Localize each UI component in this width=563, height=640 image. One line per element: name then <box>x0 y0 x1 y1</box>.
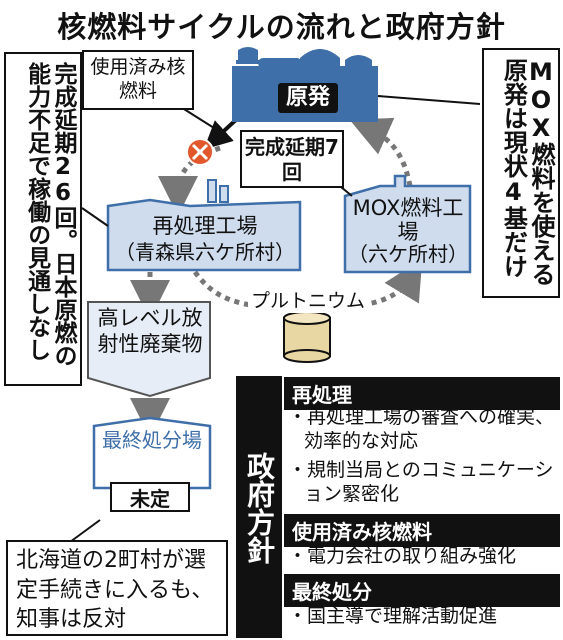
nuclear-plant-label: 原発 <box>278 83 338 113</box>
policy-item-text: 規制当局とのコミュニケーション緊密化 <box>304 459 554 506</box>
hlw-box <box>87 301 211 398</box>
left-note: 完成延期26回。日本原燃の能力不足で稼働の見通しなし <box>4 52 82 386</box>
reprocessing-building <box>106 179 302 272</box>
cycle-arrow-reprocess-to-plutonium <box>192 270 283 311</box>
spent-fuel-callout: 使用済み核燃料 <box>82 50 194 110</box>
delay-callout: 完成延期7回 <box>240 130 344 188</box>
hokkaido-note: 北海道の2町村が選定手続きに入るも、知事は反対 <box>6 540 228 636</box>
policy-section-title: 使用済み核燃料 <box>284 514 560 547</box>
policy-heading-bar <box>236 376 282 638</box>
policy-section-title: 再処理 <box>284 377 560 410</box>
plutonium-canister <box>283 311 331 363</box>
policy-item-text: 電力会社の取り組み強化 <box>307 545 517 567</box>
final-disposal-label: 最終処分場 <box>102 428 202 452</box>
mox-plant-name: MOX燃料工場 <box>352 196 464 245</box>
policy-heading: 政府方針 <box>243 452 276 564</box>
mox-plant-location: （六ケ所村） <box>348 242 468 266</box>
policy-item: ・規制当局とのコミュニケーション緊密化 <box>288 459 554 506</box>
hlw-label: 高レベル放射性廃棄物 <box>97 306 203 356</box>
final-disposal-status: 未定 <box>110 482 190 512</box>
cycle-arrow-plant-to-reprocess <box>158 145 221 216</box>
policy-item-text: 国主導で理解活動促進 <box>307 605 498 627</box>
policy-item: ・再処理工場の審査への確実、効率的な対応 <box>288 406 555 453</box>
reprocessing-plant-name: 再処理工場 <box>152 214 258 238</box>
plutonium-label: プルトニウム <box>248 290 368 313</box>
final-disposal-building <box>92 416 212 490</box>
right-note: MOX燃料を使える原発は現状4基だけ <box>482 48 560 298</box>
policy-section-title: 最終処分 <box>284 574 560 607</box>
diagram-title: 核燃料サイクルの流れと政府方針 <box>57 10 506 44</box>
mox-building <box>343 174 472 274</box>
policy-item: ・国主導で理解活動促進 <box>288 605 498 627</box>
reprocessing-plant-location: （青森県六ケ所村） <box>115 240 295 264</box>
blocked-icon <box>186 138 214 166</box>
policy-item: ・電力会社の取り組み強化 <box>288 545 517 567</box>
policy-item-text: 再処理工場の審査への確実、効率的な対応 <box>304 406 555 453</box>
